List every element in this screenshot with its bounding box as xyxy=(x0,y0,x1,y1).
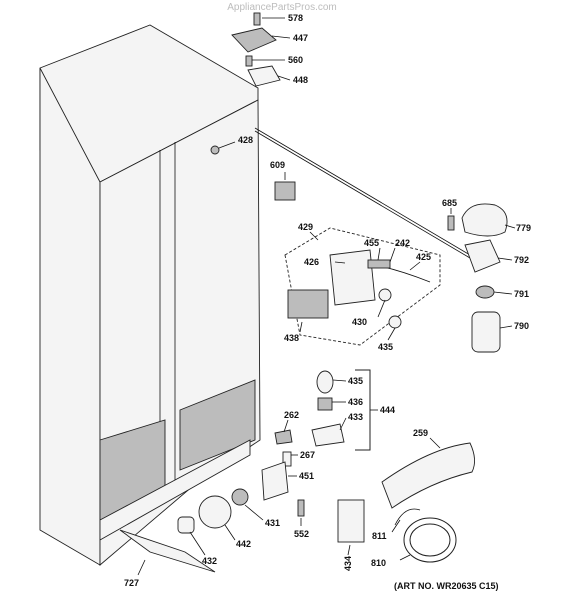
callout-727: 727 xyxy=(124,578,139,588)
callout-430: 430 xyxy=(352,317,367,327)
callout-438: 438 xyxy=(284,333,299,343)
callout-442: 442 xyxy=(236,539,251,549)
plug-428 xyxy=(210,145,220,155)
callout-792: 792 xyxy=(514,255,529,265)
part-242 xyxy=(367,259,391,269)
callout-447: 447 xyxy=(293,33,308,43)
filter-cover-779 xyxy=(461,203,508,237)
callout-451: 451 xyxy=(299,471,314,481)
part-609 xyxy=(274,181,296,201)
callout-552: 552 xyxy=(294,529,309,539)
callout-791: 791 xyxy=(514,289,529,299)
part-432 xyxy=(177,516,195,534)
hinge-451 xyxy=(261,461,289,501)
callout-810: 810 xyxy=(371,558,386,568)
callout-432: 432 xyxy=(202,556,217,566)
assembly-outline-429 xyxy=(284,227,441,346)
screw-552 xyxy=(297,499,305,517)
part-430 xyxy=(378,288,392,302)
callout-259: 259 xyxy=(413,428,428,438)
callout-578: 578 xyxy=(288,13,303,23)
callout-429: 429 xyxy=(298,222,313,232)
callout-444: 444 xyxy=(380,405,395,415)
callout-790: 790 xyxy=(514,321,529,331)
callout-425: 425 xyxy=(416,252,431,262)
tube-coil-810 xyxy=(403,517,457,563)
top-hinge-parts xyxy=(231,12,281,87)
filter-panel-434 xyxy=(337,499,365,543)
filter-head-792 xyxy=(464,239,501,273)
dispenser-housing-426 xyxy=(329,249,376,306)
callout-435-lower: 435 xyxy=(378,342,393,352)
callout-811: 811 xyxy=(372,531,387,541)
part-262 xyxy=(274,429,293,445)
grille-727 xyxy=(119,529,216,573)
frame-438 xyxy=(287,289,329,319)
refrigerator-cabinet xyxy=(39,24,261,566)
callout-435-upper: 435 xyxy=(348,376,363,386)
leader-lines xyxy=(137,17,516,576)
callout-428: 428 xyxy=(238,135,253,145)
part-685 xyxy=(447,215,455,231)
callout-431: 431 xyxy=(265,518,280,528)
water-filter-790 xyxy=(471,311,501,353)
callout-262: 262 xyxy=(284,410,299,420)
callout-434: 434 xyxy=(343,556,353,571)
bulb-435-b xyxy=(316,370,334,394)
fan-motor-442 xyxy=(198,495,232,529)
callout-267: 267 xyxy=(300,450,315,460)
filter-cap-791 xyxy=(475,285,495,299)
hinge-448 xyxy=(247,65,281,87)
water-tube xyxy=(254,127,471,256)
screw-560 xyxy=(245,55,253,67)
screw-578 xyxy=(253,12,261,26)
callout-242: 242 xyxy=(395,238,410,248)
callout-426: 426 xyxy=(304,257,319,267)
tube-811 xyxy=(394,508,421,526)
housing-433 xyxy=(311,423,345,447)
hinge-cover-447 xyxy=(231,27,277,53)
callout-labels: 578 447 560 448 428 609 685 779 429 455 … xyxy=(124,13,531,588)
art-number: (ART NO. WR20635 C15) xyxy=(394,581,499,591)
callout-455: 455 xyxy=(364,238,379,248)
callout-433: 433 xyxy=(348,412,363,422)
callout-685: 685 xyxy=(442,198,457,208)
bulb-435 xyxy=(388,315,402,329)
part-267 xyxy=(282,451,292,467)
callout-609: 609 xyxy=(270,160,285,170)
socket-436 xyxy=(317,397,333,411)
shroud-259 xyxy=(381,442,475,509)
callout-779: 779 xyxy=(516,223,531,233)
callout-436: 436 xyxy=(348,397,363,407)
callout-448: 448 xyxy=(293,75,308,85)
watermark-text: AppliancePartsPros.com xyxy=(227,2,337,13)
part-431 xyxy=(231,488,249,506)
callout-560: 560 xyxy=(288,55,303,65)
